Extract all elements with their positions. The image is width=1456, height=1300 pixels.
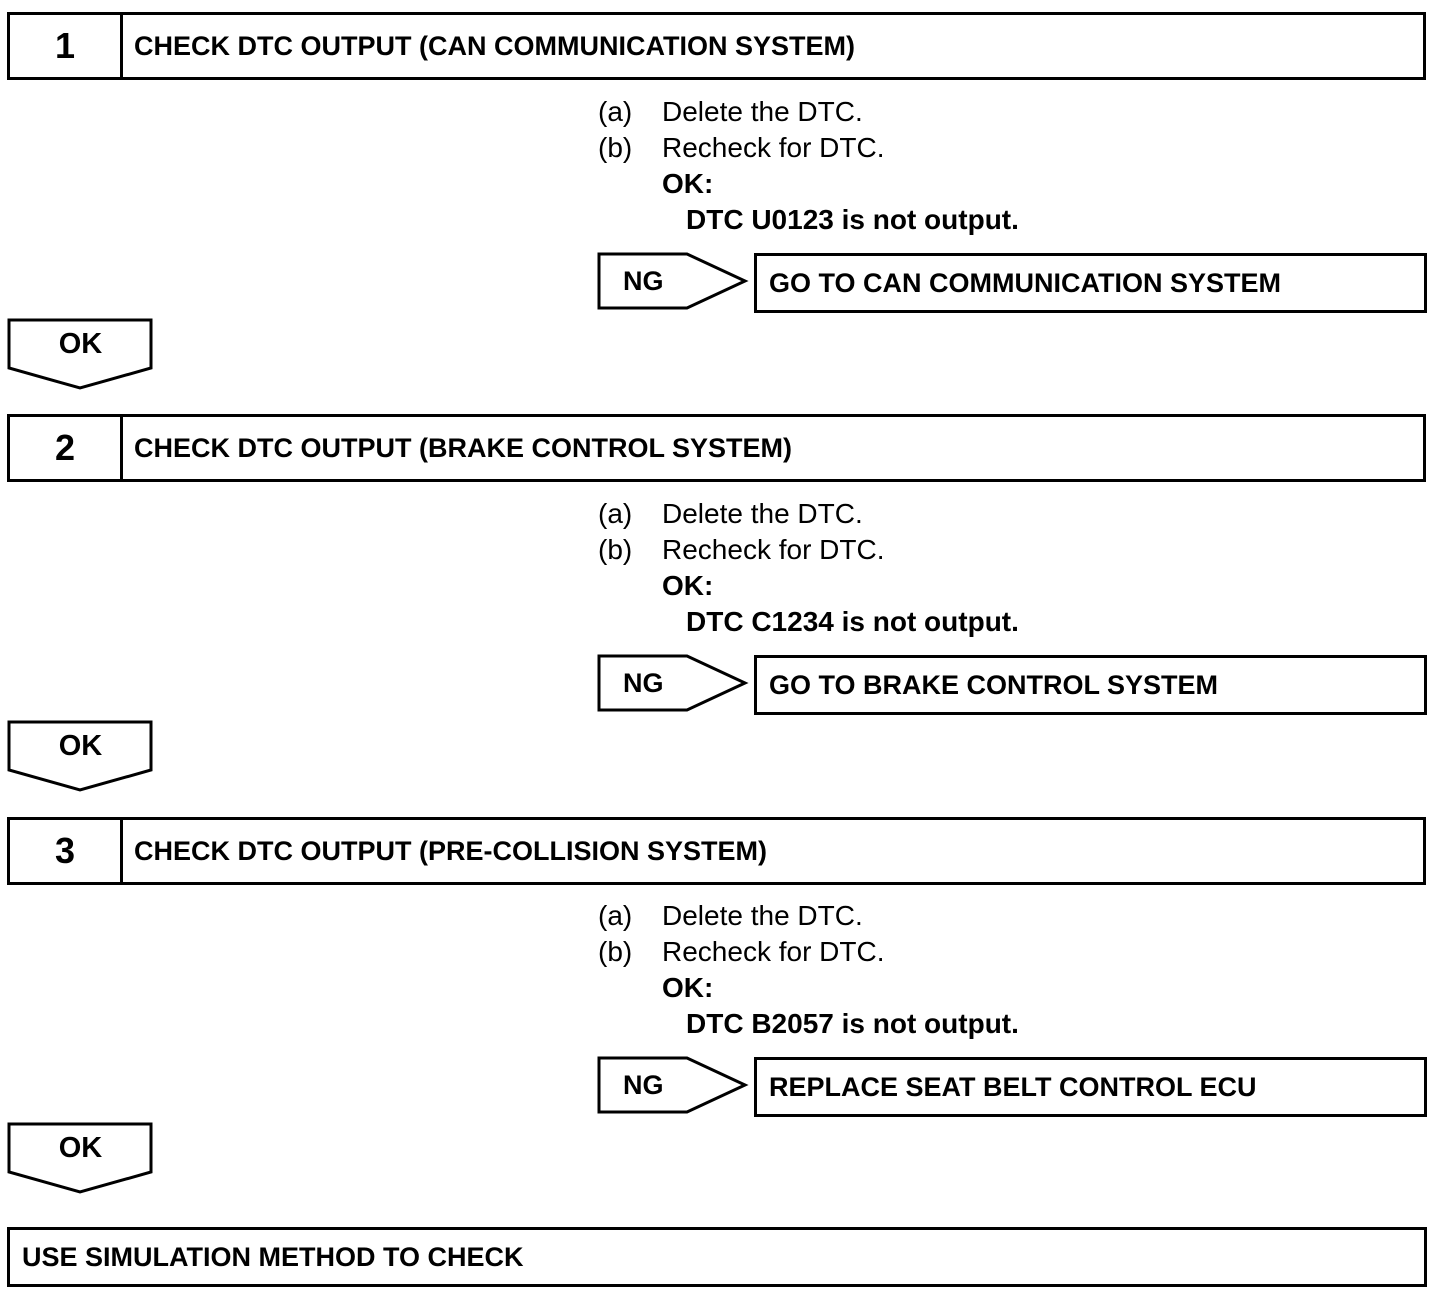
ng-label: NG [623, 667, 664, 698]
step-3-ng-action: REPLACE SEAT BELT CONTROL ECU [754, 1057, 1427, 1117]
instruction-label: (a) [598, 900, 633, 931]
ok-label: OK [58, 730, 103, 762]
final-action-box: USE SIMULATION METHOD TO CHECK [7, 1227, 1427, 1287]
ok-condition: DTC C1234 is not output. [686, 606, 1019, 637]
ok-heading: OK: [662, 570, 714, 601]
step-3-header: 3 CHECK DTC OUTPUT (PRE-COLLISION SYSTEM… [7, 817, 1426, 885]
step-1-ok-arrow: OK [7, 318, 154, 390]
instruction-text: Recheck for DTC. [662, 936, 885, 967]
instruction-text: Recheck for DTC. [662, 534, 885, 565]
step-2-instructions: (a) Delete the DTC. (b) Recheck for DTC.… [598, 496, 1298, 640]
step-1-number: 1 [10, 15, 123, 77]
instruction-row: (a) Delete the DTC. [598, 898, 1298, 934]
instruction-label: (b) [598, 936, 633, 967]
step-1-instructions: (a) Delete the DTC. (b) Recheck for DTC.… [598, 94, 1298, 238]
ok-condition: DTC U0123 is not output. [686, 204, 1019, 235]
ng-label: NG [623, 1069, 664, 1100]
step-3-number: 3 [10, 820, 123, 882]
ng-arrow-shape [597, 654, 749, 712]
step-2-ok-arrow: OK [7, 720, 154, 792]
step-3-instructions: (a) Delete the DTC. (b) Recheck for DTC.… [598, 898, 1298, 1042]
step-1-ng-arrow: NG [597, 252, 749, 310]
ok-arrow-shape [7, 318, 153, 390]
step-2-header: 2 CHECK DTC OUTPUT (BRAKE CONTROL SYSTEM… [7, 414, 1426, 482]
ok-condition: DTC B2057 is not output. [686, 1008, 1019, 1039]
instruction-label: (b) [598, 132, 633, 163]
ok-label: OK [58, 328, 103, 360]
ng-arrow-shape [597, 1056, 749, 1114]
instruction-row: (a) Delete the DTC. [598, 94, 1298, 130]
ok-arrow-shape [7, 1122, 153, 1194]
ok-heading: OK: [662, 972, 714, 1003]
step-2-title: CHECK DTC OUTPUT (BRAKE CONTROL SYSTEM) [134, 432, 792, 463]
step-2-ng-arrow: NG [597, 654, 749, 712]
instruction-row: (b) Recheck for DTC. [598, 934, 1298, 970]
step-1-title: CHECK DTC OUTPUT (CAN COMMUNICATION SYST… [134, 30, 855, 61]
instruction-row: (b) Recheck for DTC. [598, 532, 1298, 568]
step-3-ok-arrow: OK [7, 1122, 154, 1194]
instruction-text: Delete the DTC. [662, 96, 863, 127]
instruction-label: (a) [598, 96, 633, 127]
instruction-text: Delete the DTC. [662, 498, 863, 529]
ok-heading: OK: [662, 168, 714, 199]
instruction-label: (a) [598, 498, 633, 529]
step-1-ng-action: GO TO CAN COMMUNICATION SYSTEM [754, 253, 1427, 313]
instruction-text: Delete the DTC. [662, 900, 863, 931]
instruction-row: (a) Delete the DTC. [598, 496, 1298, 532]
step-2-ng-action: GO TO BRAKE CONTROL SYSTEM [754, 655, 1427, 715]
step-3-ng-arrow: NG [597, 1056, 749, 1114]
instruction-label: (b) [598, 534, 633, 565]
ok-arrow-shape [7, 720, 153, 792]
step-1-header: 1 CHECK DTC OUTPUT (CAN COMMUNICATION SY… [7, 12, 1426, 80]
instruction-text: Recheck for DTC. [662, 132, 885, 163]
step-3-title: CHECK DTC OUTPUT (PRE-COLLISION SYSTEM) [134, 835, 767, 866]
instruction-row: (b) Recheck for DTC. [598, 130, 1298, 166]
ng-label: NG [623, 265, 664, 296]
step-2-number: 2 [10, 417, 123, 479]
ok-label: OK [58, 1132, 103, 1164]
ng-arrow-shape [597, 252, 749, 310]
